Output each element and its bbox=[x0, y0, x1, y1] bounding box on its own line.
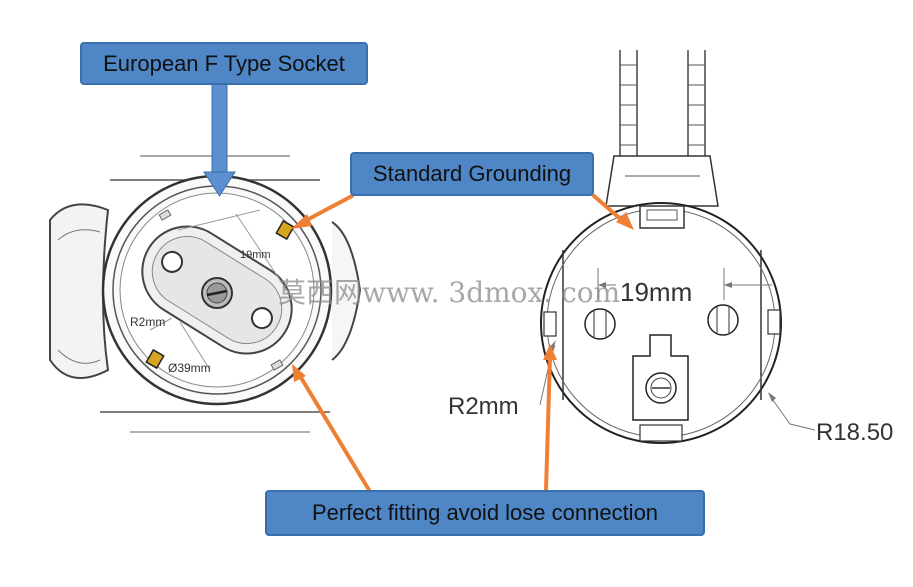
right-radius-label: R2mm bbox=[448, 393, 519, 420]
left-width-label: 19mm bbox=[240, 249, 271, 261]
socket-arrow bbox=[203, 83, 236, 197]
left-diameter-label: Ø39mm bbox=[168, 361, 211, 375]
grounding-arrowhead-right bbox=[616, 212, 634, 230]
right-outer-radius-label: R18.50 bbox=[816, 419, 893, 446]
right-width-label: 19mm bbox=[620, 277, 692, 307]
ground-clip-bottom bbox=[145, 348, 165, 370]
ground-clip-top bbox=[275, 219, 295, 241]
fitting-arrow bbox=[298, 355, 552, 492]
grounding-arrow bbox=[301, 194, 626, 224]
left-radius-label: R2mm bbox=[130, 315, 165, 329]
watermark: 莫西网www. 3dmox. com bbox=[278, 276, 620, 309]
callout-socket-type: European F Type Socket bbox=[80, 42, 368, 85]
plug-drawing bbox=[539, 50, 816, 444]
socket-render bbox=[49, 155, 362, 433]
fitting-arrowhead-left bbox=[292, 364, 306, 382]
callout-fitting: Perfect fitting avoid lose connection bbox=[265, 490, 705, 536]
callout-grounding: Standard Grounding bbox=[350, 152, 594, 196]
grounding-arrowhead-left bbox=[291, 214, 312, 229]
fitting-arrowhead-right bbox=[543, 344, 557, 360]
